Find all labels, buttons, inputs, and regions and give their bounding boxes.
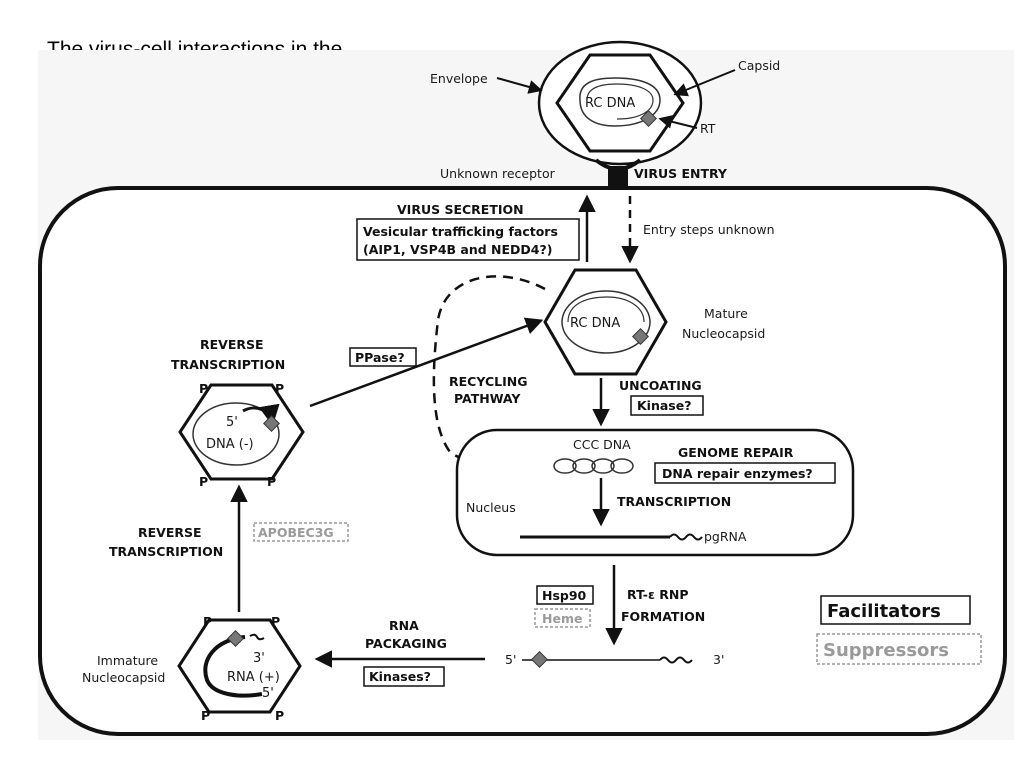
rt-label: RT: [700, 121, 716, 136]
apobec3g-label: APOBEC3G: [258, 525, 334, 540]
uncoating-factor-box: [630, 395, 704, 416]
mature-nucleocapsid: RC DNA: [543, 268, 668, 376]
legend-suppressors: Suppressors: [823, 640, 949, 661]
rnp-epsilon-tail: [659, 656, 693, 664]
rt-lower-line2: TRANSCRIPTION: [109, 544, 223, 559]
rnp-line2: FORMATION: [621, 609, 705, 624]
uncoating-factor: Kinase?: [637, 398, 691, 413]
immature-five-prime: 5': [262, 686, 274, 701]
rt-p-bottom-right: P: [267, 474, 276, 489]
packaging-line2: PACKAGING: [365, 636, 447, 651]
rnp-rt-marker: [531, 651, 548, 668]
heme-box: [534, 608, 591, 628]
rt-upper-line1: REVERSE: [200, 337, 264, 352]
ccc-dna-icon: [553, 458, 634, 474]
mature-label-line2: Nucleocapsid: [682, 326, 765, 341]
immature-nucleocapsid: 3' RNA (+) 5' P P P P: [177, 614, 302, 723]
envelope-label: Envelope: [430, 71, 488, 86]
rnp-five-prime: 5': [505, 652, 516, 667]
rt-p-top-left: P: [199, 381, 208, 396]
mature-dna-strand: [567, 296, 645, 323]
virion: RC DNA Envelope Capsid RT: [430, 40, 780, 166]
pgrna-label: pgRNA: [704, 529, 747, 544]
hsp90-label: Hsp90: [542, 588, 587, 603]
heme-label: Heme: [542, 611, 582, 626]
rt-lower-line1: REVERSE: [138, 525, 202, 540]
mature-capsid-shape: [543, 268, 668, 376]
immature-rna-label: RNA (+): [227, 670, 280, 685]
recycling-line1: RECYCLING: [449, 374, 527, 389]
rc-dna-loop: [579, 77, 661, 127]
legend-facilitators-box: [820, 595, 971, 625]
mature-rt-marker: [632, 328, 649, 345]
genome-repair-title: GENOME REPAIR: [678, 445, 794, 460]
ppase-box: [349, 347, 417, 367]
nucleus-label: Nucleus: [466, 500, 516, 515]
secretion-factors-line2: (AIP1, VSP4B and NEDD4?): [363, 242, 552, 257]
legend-suppressors-box: [816, 633, 982, 665]
mature-label-line1: Mature: [704, 306, 748, 321]
immature-three-prime: 3': [253, 651, 265, 666]
secretion-factor-box: [356, 218, 580, 261]
rt-to-mature-arrow: [309, 317, 544, 408]
receptor-label: Unknown receptor: [440, 166, 556, 181]
virion-rc-dna-label: RC DNA: [585, 96, 635, 111]
immature-rna-tail: [249, 633, 265, 641]
mature-rc-dna-label: RC DNA: [570, 316, 620, 331]
virus-entry-label: VIRUS ENTRY: [634, 166, 728, 181]
pgrna-tail: [669, 533, 703, 541]
rt-upper-dna-label: DNA (-): [206, 437, 254, 452]
rt-p-top-right: P: [275, 381, 284, 396]
capsid-label: Capsid: [738, 58, 780, 73]
rt-upper-marker: [263, 415, 280, 432]
immature-rna-strand: [203, 635, 263, 698]
rt-dna-loop: [192, 402, 280, 466]
immature-rt-marker: [227, 630, 244, 647]
secretion-factors-line1: Vesicular trafficking factors: [363, 224, 558, 239]
ccc-dna-label: CCC DNA: [573, 437, 631, 452]
receptor-icon: [608, 166, 628, 192]
rt-upper-line2: TRANSCRIPTION: [171, 357, 285, 372]
hsp90-box: [536, 585, 594, 605]
immature-p-top-right: P: [271, 614, 280, 629]
rt-upper-five-prime: 5': [226, 415, 238, 430]
rc-dna-inner-strand: [586, 83, 654, 120]
recycling-line2: PATHWAY: [454, 391, 521, 406]
envelope-arrow: [496, 77, 543, 94]
repair-factor-box: [654, 462, 836, 484]
rt-marker: [640, 110, 657, 127]
rt-p-bottom-left: P: [199, 474, 208, 489]
rnp-line1: RT-ε RNP: [627, 587, 689, 602]
immature-label-line2: Nucleocapsid: [82, 670, 165, 685]
packaging-factor-box: [363, 666, 445, 687]
rnp-three-prime: 3': [713, 652, 724, 667]
immature-capsid-shape: [177, 618, 302, 714]
immature-p-bottom-left: P: [201, 708, 210, 723]
mature-dna-loop: [561, 290, 651, 354]
packaging-factor: Kinases?: [369, 669, 431, 684]
legend-facilitators: Facilitators: [827, 601, 941, 622]
capsid-arrow: [673, 69, 736, 97]
rt-arrow: [658, 114, 698, 129]
capsid-shape: [555, 53, 685, 153]
immature-p-top-left: P: [203, 614, 212, 629]
transcription-label: TRANSCRIPTION: [617, 494, 731, 509]
packaging-line1: RNA: [389, 618, 419, 633]
immature-p-bottom-right: P: [275, 708, 284, 723]
apobec3g-box: [253, 522, 349, 542]
immature-label-line1: Immature: [97, 653, 158, 668]
rt-nucleocapsid: 5' DNA (-) P P P P: [178, 381, 305, 489]
repair-factor: DNA repair enzymes?: [662, 466, 813, 481]
uncoating-title: UNCOATING: [619, 378, 702, 393]
secretion-title: VIRUS SECRETION: [397, 202, 524, 217]
ppase-label: PPase?: [355, 350, 405, 365]
entry-steps-label: Entry steps unknown: [643, 222, 775, 237]
